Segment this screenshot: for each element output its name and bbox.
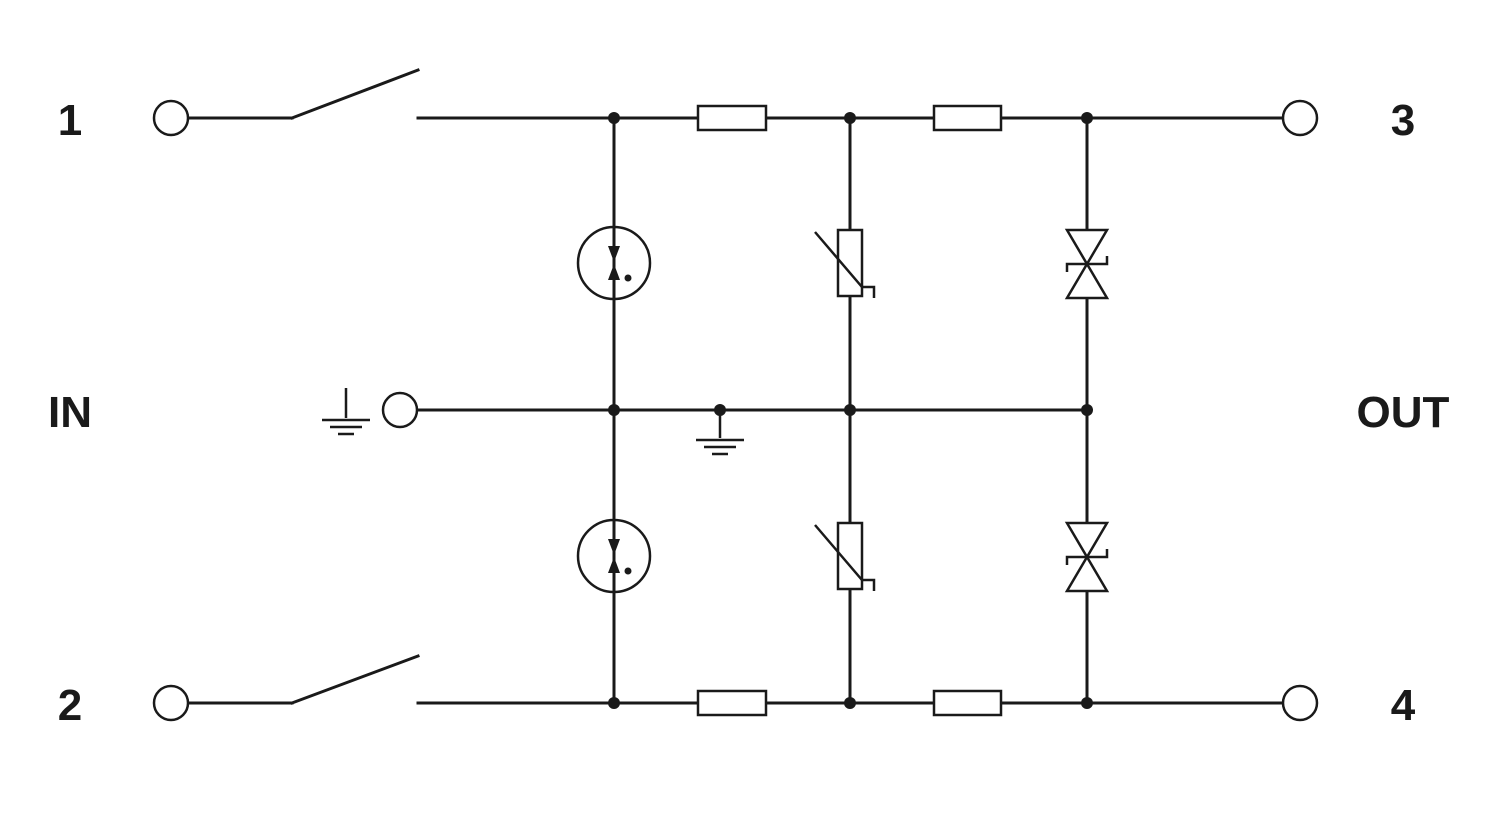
ground-symbol-input-icon (322, 388, 370, 436)
terminal-ground-input (381, 391, 419, 429)
top-line (186, 68, 1284, 132)
terminal-1-label: 1 (58, 96, 82, 145)
switch-bottom (290, 654, 420, 705)
varistor-top (814, 228, 876, 298)
output-label: OUT (1357, 388, 1450, 437)
tvs-diode-top (1064, 228, 1110, 300)
terminal-2 (152, 684, 190, 722)
terminal-3-label: 3 (1391, 96, 1415, 145)
resistor-bottom-2 (932, 689, 1003, 717)
varistor-bottom (814, 521, 876, 591)
terminal-1 (152, 99, 190, 137)
gas-discharge-tube-bottom (576, 518, 652, 594)
bottom-line (186, 654, 1284, 717)
terminal-3 (1281, 99, 1319, 137)
resistor-top-2 (932, 104, 1003, 132)
resistor-top-1 (696, 104, 768, 132)
input-label: IN (48, 388, 92, 437)
ground-line (322, 388, 1089, 456)
terminal-2-label: 2 (58, 681, 82, 730)
gas-discharge-tube-top (576, 225, 652, 301)
resistor-bottom-1 (696, 689, 768, 717)
switch-top (290, 68, 420, 120)
terminal-4 (1281, 684, 1319, 722)
junction-nodes (608, 112, 1093, 709)
tvs-diode-bottom (1064, 521, 1110, 593)
terminal-4-label: 4 (1391, 681, 1416, 730)
ground-symbol-center-icon (696, 410, 744, 456)
